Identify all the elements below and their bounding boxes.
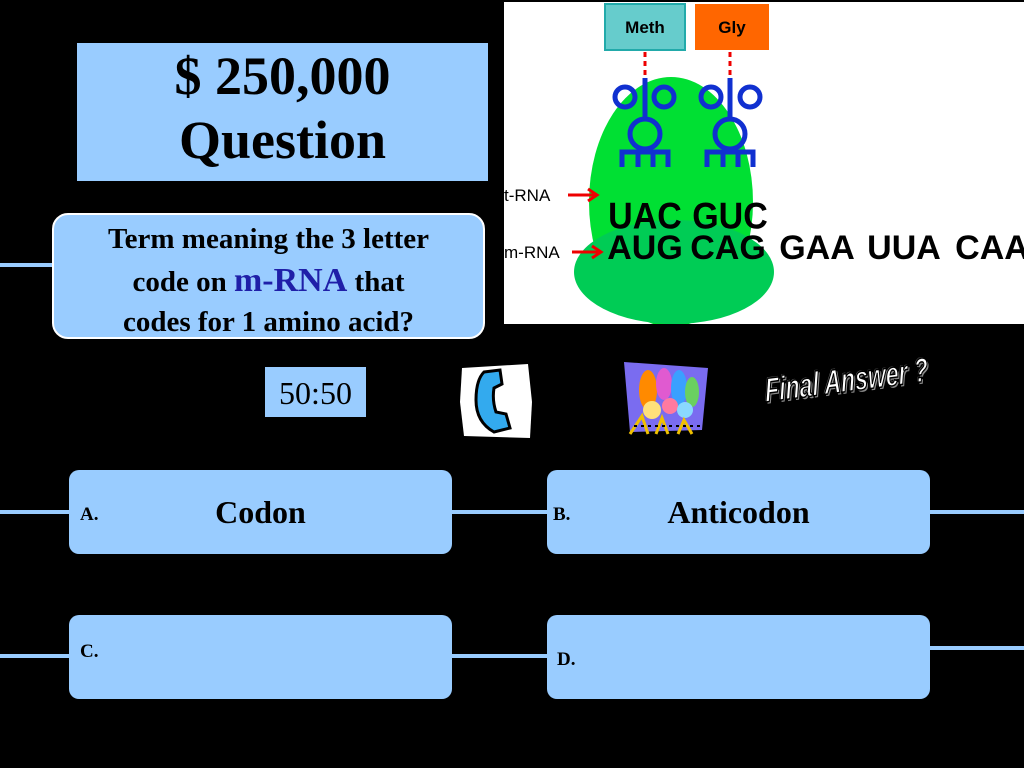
question-text-2: code on [132, 266, 227, 298]
question-box: Term meaning the 3 letter code on m-RNA … [52, 213, 485, 339]
final-answer-button[interactable]: Final Answer ? [763, 350, 930, 410]
answer-row2-left-line [0, 654, 70, 658]
answer-d[interactable]: D. [547, 615, 930, 699]
question-text-4: codes for 1 amino acid? [122, 306, 415, 338]
ribosome-diagram-svg: Meth Gly t-RNA m-RNA UAC GUC [504, 3, 1024, 324]
answer-row1-mid-line [452, 510, 548, 514]
answer-a-text: Codon [215, 494, 306, 530]
answer-row1-left-line [0, 510, 70, 514]
meth-box [604, 3, 686, 51]
answer-row2-mid-line [452, 654, 548, 658]
amino-acid-2: Gly [718, 18, 746, 37]
trna-1-icon [612, 78, 677, 167]
amino-acid-1: Meth [625, 18, 665, 37]
question-highlight: m-RNA [233, 262, 348, 299]
trna-2-icon [698, 78, 763, 167]
trna-label: t-RNA [504, 186, 551, 205]
trna-arrow-head [587, 187, 600, 203]
answer-c-letter: C. [80, 641, 99, 662]
question-line-3: codes for 1 amino acid? [54, 300, 483, 344]
question-line-1: Term meaning the 3 letter [54, 217, 483, 261]
codon-2: CAG [690, 229, 766, 267]
answer-d-letter: D. [557, 649, 576, 670]
anticodon-2: GUC [692, 195, 768, 237]
answer-a[interactable]: A. Codon [69, 470, 452, 554]
answer-b-text: Anticodon [667, 494, 810, 530]
translation-diagram: Meth Gly t-RNA m-RNA UAC GUC [504, 2, 1024, 324]
ribosome-small-subunit [574, 220, 774, 324]
phone-a-friend-button[interactable] [458, 362, 534, 440]
codon-5: CAA [955, 229, 1024, 267]
ask-the-audience-button[interactable] [622, 360, 710, 436]
answer-row1-right-line [929, 510, 1024, 514]
answer-b[interactable]: B. Anticodon [547, 470, 930, 554]
mrna-arrow-head [591, 244, 604, 260]
phone-icon [460, 364, 532, 438]
answer-row2-right-line [929, 646, 1024, 650]
question-text-1: Term meaning the 3 letter [107, 223, 430, 255]
prize-title: $ 250,000 Question [77, 43, 488, 181]
prize-label: Question [178, 110, 387, 170]
prize-amount: $ 250,000 [174, 46, 391, 106]
mrna-label: m-RNA [504, 243, 560, 262]
gly-box [695, 4, 769, 50]
audience-icon [624, 362, 708, 435]
anticodon-1: UAC [608, 195, 682, 237]
codon-1: AUG [607, 229, 683, 267]
answer-c[interactable]: C. [69, 615, 452, 699]
fifty-fifty-button[interactable]: 50:50 [265, 367, 366, 417]
question-line-2: code on m-RNA that [54, 259, 483, 304]
question-text-3: that [354, 266, 405, 298]
codon-4: UUA [867, 229, 941, 267]
answer-b-letter: B. [553, 504, 571, 525]
question-connector-line [0, 263, 54, 267]
codon-3: GAA [779, 229, 855, 267]
answer-a-letter: A. [80, 504, 99, 525]
